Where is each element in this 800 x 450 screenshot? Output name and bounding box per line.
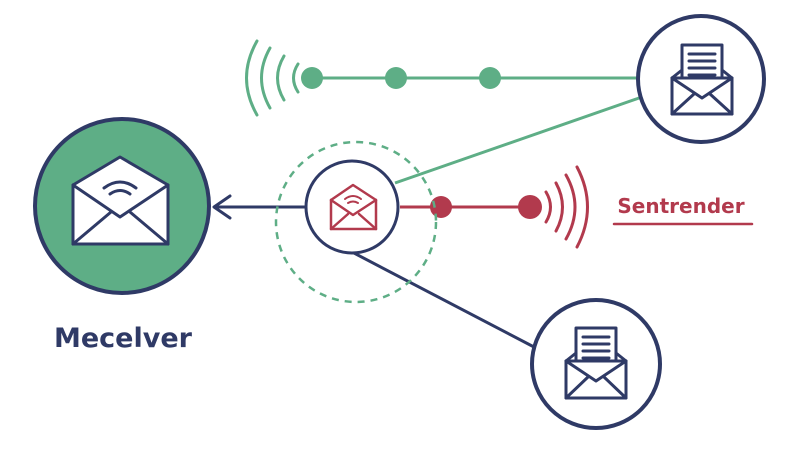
green-signal-icon xyxy=(245,39,300,117)
hub-envelope-icon xyxy=(329,183,378,231)
red-signal-icon xyxy=(544,165,589,249)
hub-wifi-icon xyxy=(344,195,362,204)
green-dot-1 xyxy=(301,67,323,89)
receiver-label: Mecelver xyxy=(54,323,193,354)
red-dot-1 xyxy=(430,196,452,218)
connections xyxy=(212,76,643,349)
arrow-head xyxy=(212,194,232,220)
green-diagonal-line xyxy=(394,95,643,185)
receiver-node[interactable] xyxy=(33,117,211,295)
top-right-node[interactable] xyxy=(636,14,766,144)
receiver-envelope-icon xyxy=(71,155,170,246)
bottom-right-node[interactable] xyxy=(530,298,662,430)
bottom-right-envelope-icon xyxy=(564,326,628,400)
sender-label: Sentrender xyxy=(617,194,744,218)
receiver-wifi-icon xyxy=(102,180,138,196)
top-right-envelope-icon xyxy=(670,43,734,116)
hub-node[interactable] xyxy=(304,159,400,255)
red-dot-2 xyxy=(518,195,542,219)
navy-diagonal-line xyxy=(351,250,535,349)
green-dot-2 xyxy=(385,67,407,89)
hub-dashed-ring xyxy=(274,140,438,304)
green-dot-3 xyxy=(479,67,501,89)
